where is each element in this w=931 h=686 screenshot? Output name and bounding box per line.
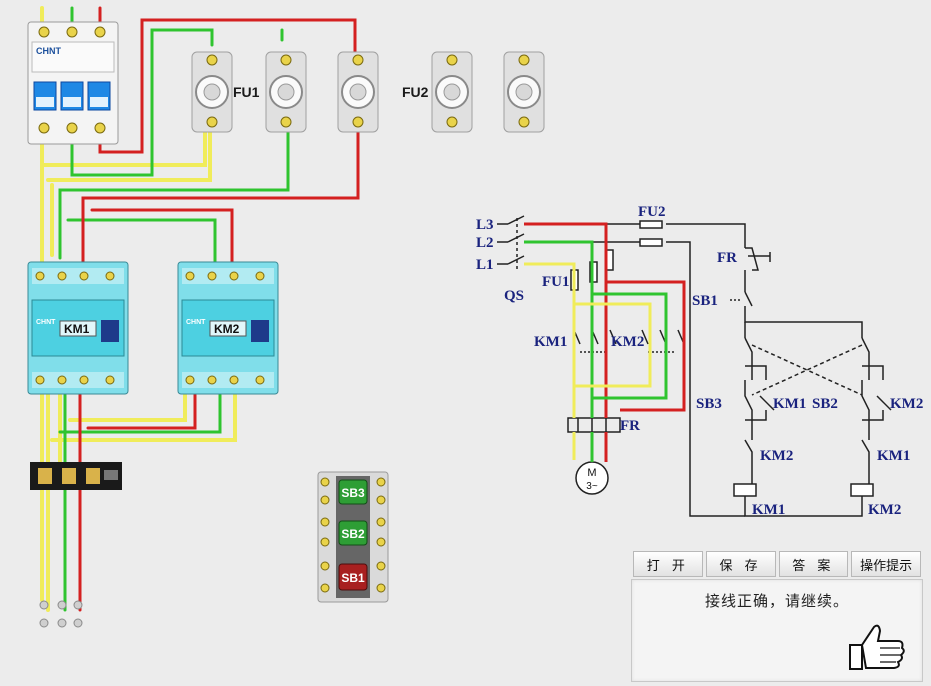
sch-fu1-label: FU1 — [542, 274, 570, 290]
sch-sb3-label: SB3 — [696, 396, 722, 412]
fu2-label: FU2 — [402, 84, 429, 100]
physical-wires — [40, 6, 360, 612]
breaker-brand: CHNT — [36, 46, 61, 56]
sb1-button[interactable]: SB1 — [338, 563, 368, 591]
km1-box-label: KM1 — [64, 322, 90, 336]
button-box: SB3 SB2 SB1 — [317, 471, 389, 603]
sch-fr-top-label: FR — [717, 250, 737, 266]
sch-km2-main-label: KM2 — [611, 334, 644, 350]
sch-qs-label: QS — [504, 288, 524, 304]
sch-km1-interlock-label: KM1 — [877, 448, 910, 464]
answer-button[interactable]: 答 案 — [778, 551, 849, 577]
sb3-button[interactable]: SB3 — [338, 479, 368, 505]
fuse-row: FU1 FU2 — [191, 51, 545, 133]
sch-km2-hold-label: KM2 — [890, 396, 923, 412]
sch-sb2-label: SB2 — [812, 396, 838, 412]
hint-button[interactable]: 操作提示 — [851, 551, 921, 577]
message-panel: 接线正确，请继续。 — [631, 579, 923, 682]
toolbar: 打 开 保 存 答 案 操作提示 — [633, 551, 921, 577]
thumbs-up-icon — [849, 624, 905, 670]
km2-brand: CHNT — [186, 319, 206, 326]
status-message: 接线正确，请继续。 — [704, 592, 849, 610]
sch-km1-main-label: KM1 — [534, 334, 567, 350]
fu1-label: FU1 — [233, 84, 260, 100]
motor-phase-label: 3~ — [586, 481, 598, 492]
contactor-km1[interactable]: KM1 CHNT — [27, 261, 129, 395]
sch-km1-hold-label: KM1 — [773, 396, 806, 412]
km1-brand: CHNT — [36, 319, 56, 326]
open-button[interactable]: 打 开 — [633, 551, 703, 577]
sch-l3-label: L3 — [476, 217, 494, 233]
sch-l2-label: L2 — [476, 235, 494, 251]
fuse-holder[interactable] — [337, 51, 379, 133]
sch-fr-bottom-label: FR — [620, 418, 640, 434]
sb1-label: SB1 — [341, 571, 365, 585]
sb2-button[interactable]: SB2 — [338, 520, 368, 546]
fuse-holder[interactable] — [431, 51, 473, 133]
sch-km2-interlock-label: KM2 — [760, 448, 793, 464]
thermal-relay[interactable] — [30, 462, 122, 490]
sch-km1-coil-label: KM1 — [752, 502, 785, 518]
fuse-holder[interactable] — [503, 51, 545, 133]
schematic-diagram: L3 L2 L1 QS FU2 FU1 FR SB1 KM1 KM2 FR SB… — [476, 204, 923, 518]
sch-fu2-label: FU2 — [638, 204, 666, 220]
sb3-label: SB3 — [341, 486, 365, 500]
fuse-holder[interactable] — [191, 51, 233, 133]
sch-sb1-label: SB1 — [692, 293, 718, 309]
sch-km2-coil-label: KM2 — [868, 502, 901, 518]
motor-terminals[interactable] — [39, 600, 83, 628]
contactor-km2[interactable]: KM2 CHNT — [177, 261, 279, 395]
fuse-holder[interactable] — [265, 51, 307, 133]
km2-box-label: KM2 — [214, 322, 240, 336]
circuit-breaker[interactable]: CHNT — [27, 21, 119, 145]
sch-l1-label: L1 — [476, 257, 494, 273]
save-button[interactable]: 保 存 — [705, 551, 776, 577]
motor-m-label: M — [587, 467, 596, 479]
sb2-label: SB2 — [341, 527, 365, 541]
